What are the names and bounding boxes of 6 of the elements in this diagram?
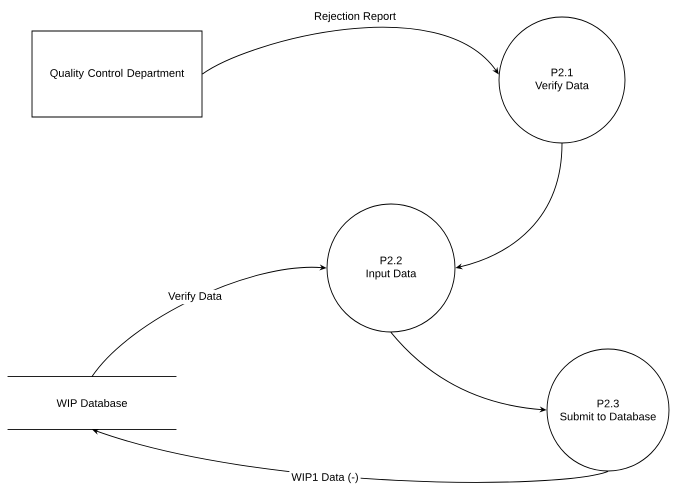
flow-arrow [202, 26, 499, 74]
edge-label: Verify Data [166, 290, 224, 304]
data-store: WIP Database [7, 376, 177, 430]
entity-box: Quality Control Department [32, 30, 202, 118]
edge-label: WIP1 Data (-) [289, 470, 361, 486]
edge-label: Rejection Report [312, 10, 398, 24]
